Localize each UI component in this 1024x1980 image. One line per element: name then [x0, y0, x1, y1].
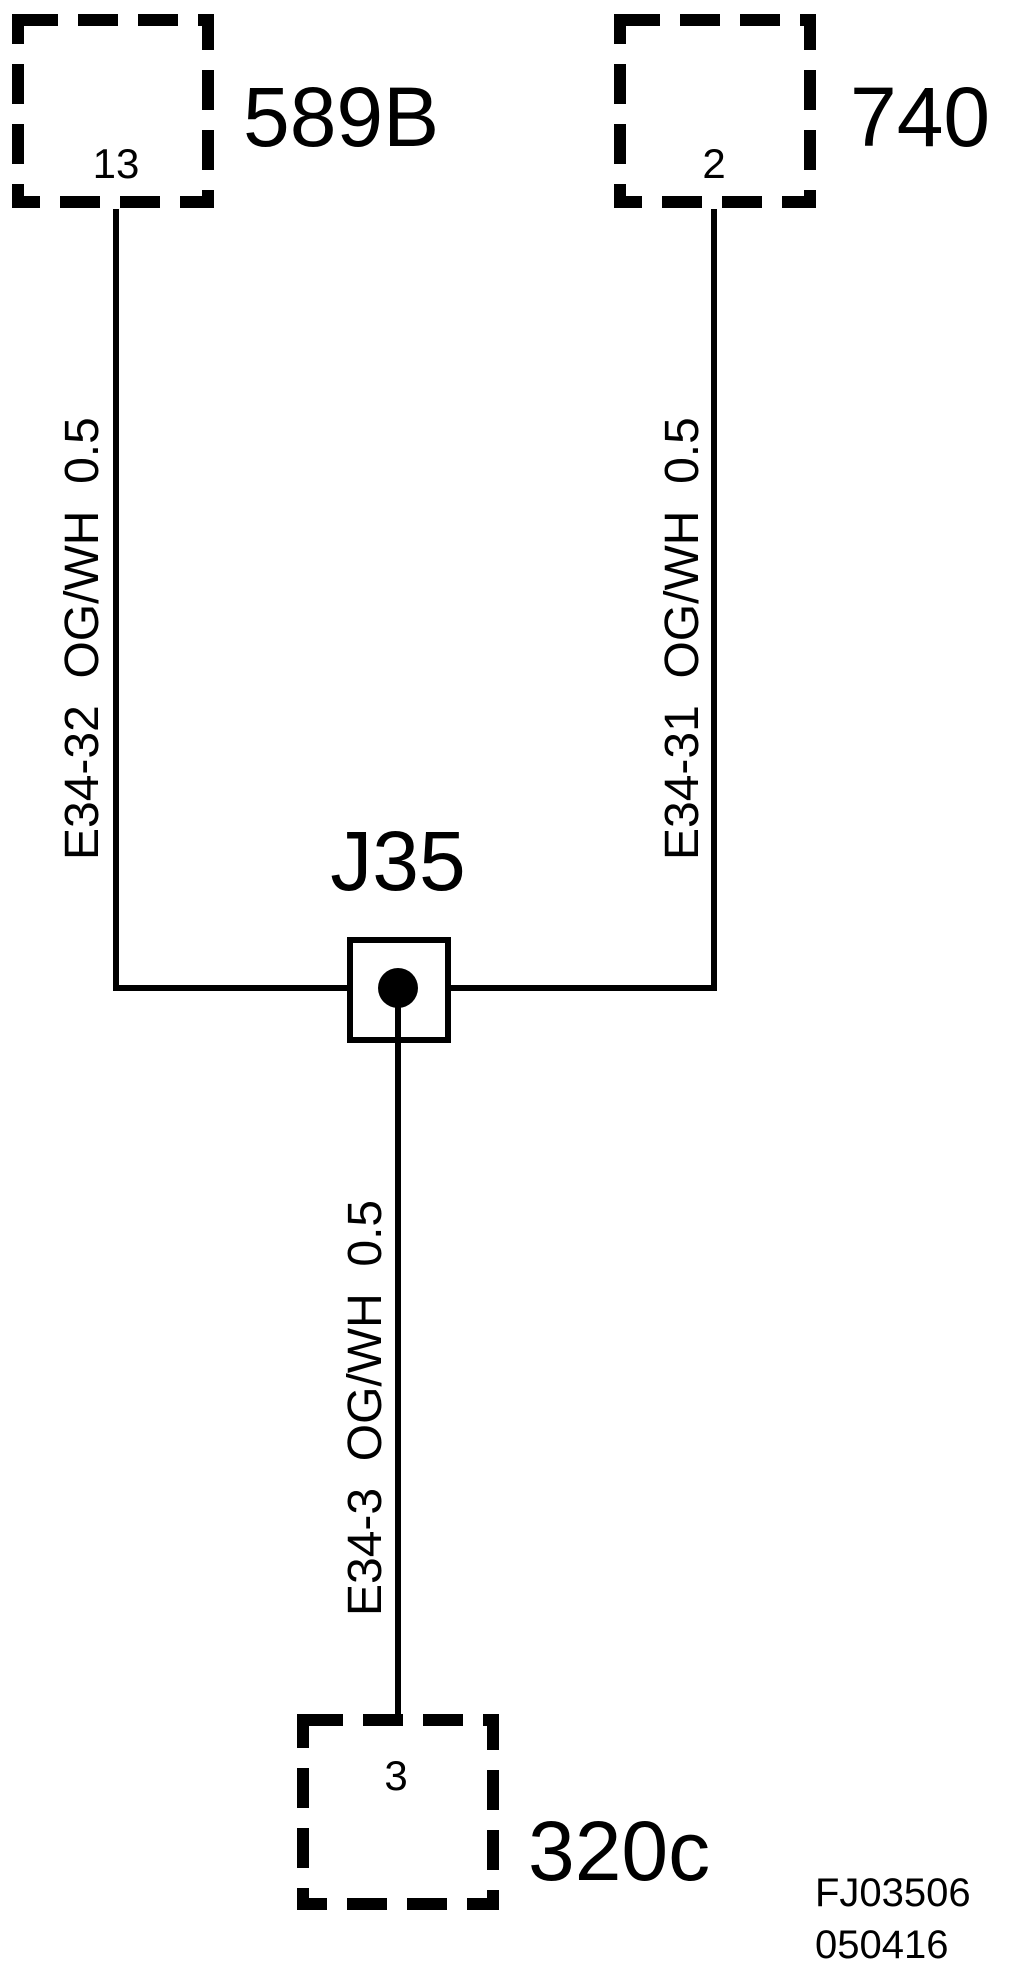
wire-label-E34-3: E34-3 OG/WH 0.5: [339, 1200, 392, 1616]
connector-740-box: [614, 14, 816, 208]
connector-740: 2 740: [614, 14, 990, 208]
wire-589B-to-J35: [113, 209, 353, 991]
drawing-ref-code: FJ03506: [815, 1871, 971, 1915]
connector-320c-pin-label: 3: [384, 1752, 407, 1799]
connector-320c-box: [297, 1714, 499, 1910]
wire-label-E34-31: E34-31 OG/WH 0.5: [656, 417, 709, 860]
connector-740-label: 740: [850, 70, 990, 164]
connector-740-pin-label: 2: [702, 140, 725, 187]
splice-J35-label: J35: [330, 814, 465, 908]
wires: [113, 209, 717, 1715]
splice-J35-dot: [378, 968, 418, 1008]
connector-589B-label: 589B: [243, 70, 439, 164]
splice-J35-box: [347, 937, 451, 1043]
wire-740-to-J35: [445, 209, 717, 991]
drawing-ref-date: 050416: [815, 1923, 948, 1967]
wire-label-E34-32: E34-32 OG/WH 0.5: [56, 417, 109, 860]
splice-J35: J35: [330, 814, 466, 1043]
connector-589B-box: [12, 14, 214, 208]
connector-589B-pin-label: 13: [93, 140, 140, 187]
connector-589B: 13 589B: [12, 14, 439, 208]
connector-320c: 3 320c: [297, 1714, 710, 1910]
connector-320c-label: 320c: [528, 1804, 710, 1898]
